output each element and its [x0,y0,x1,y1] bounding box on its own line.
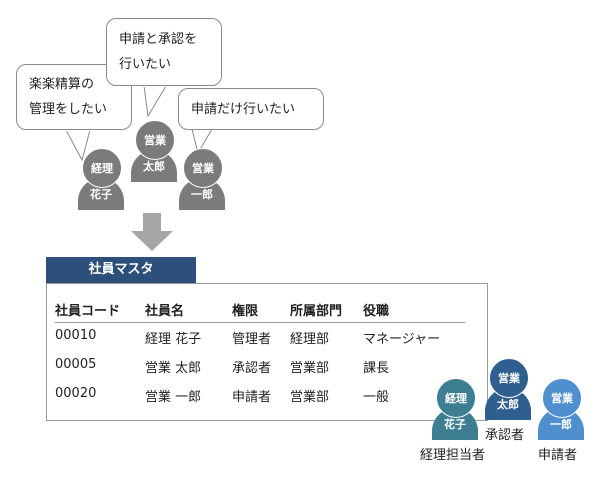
table-cell: 申請者 [232,390,272,405]
person-head: 経理 [436,378,476,418]
person-icon-keiri-hanako-colored: 花子 経理 [432,378,478,440]
col-header-position: 役職 [363,304,390,319]
table-cell: 00005 [55,357,97,372]
person-head: 経理 [82,148,122,188]
bubble-line: 申請だけ行いたい [191,102,296,117]
bubble-line: 管理をしたい [29,102,108,117]
role-label-accounting: 経理担当者 [420,448,486,463]
table-cell: 管理者 [232,332,272,347]
person-icon-eigyo-taro: 太郎 営業 [131,120,177,182]
col-header-employee-name: 社員名 [145,304,185,319]
bubble-line: 楽楽精算の [29,77,95,92]
person-head: 営業 [542,378,582,418]
table-cell: 営業 一郎 [145,390,202,405]
person-head: 営業 [489,358,529,398]
role-label-approver: 承認者 [485,428,525,443]
table-cell: 営業部 [290,390,330,405]
table-cell: 経理 花子 [145,332,202,347]
table-cell: 経理部 [290,332,330,347]
speech-bubble-approver: 申請と承認を 行いたい [106,18,222,86]
col-header-permission: 権限 [232,304,259,319]
role-label-applicant: 申請者 [538,448,578,463]
speech-bubble-applicant: 申請だけ行いたい [178,88,324,130]
person-head: 営業 [183,148,223,188]
table-cell: 00020 [55,386,97,401]
table-cell: 課長 [363,361,390,376]
table-cell: 一般 [363,390,390,405]
header-divider [55,322,465,323]
person-head: 営業 [135,120,175,160]
table-cell: 承認者 [232,361,272,376]
person-icon-eigyo-ichiro: 一郎 営業 [179,148,225,210]
person-icon-eigyo-ichiro-colored: 一郎 営業 [538,378,584,440]
person-icon-eigyo-taro-colored: 太郎 営業 [485,358,531,420]
down-arrow-icon [131,213,173,251]
bubble-line: 行いたい [119,57,172,72]
bubble-tail-2 [143,84,167,118]
person-body: 太郎 [131,150,177,182]
employee-master-title: 社員マスタ [46,257,196,283]
col-header-employee-code: 社員コード [55,304,121,319]
table-cell: 営業部 [290,361,330,376]
table-cell: 00010 [55,328,97,343]
table-cell: マネージャー [363,332,441,347]
bubble-line: 申請と承認を [119,32,198,47]
person-icon-keiri-hanako: 花子 経理 [78,148,124,210]
col-header-department: 所属部門 [290,304,343,319]
table-cell: 営業 太郎 [145,361,202,376]
person-body: 一郎 [179,178,225,210]
employee-master-panel [46,283,488,421]
